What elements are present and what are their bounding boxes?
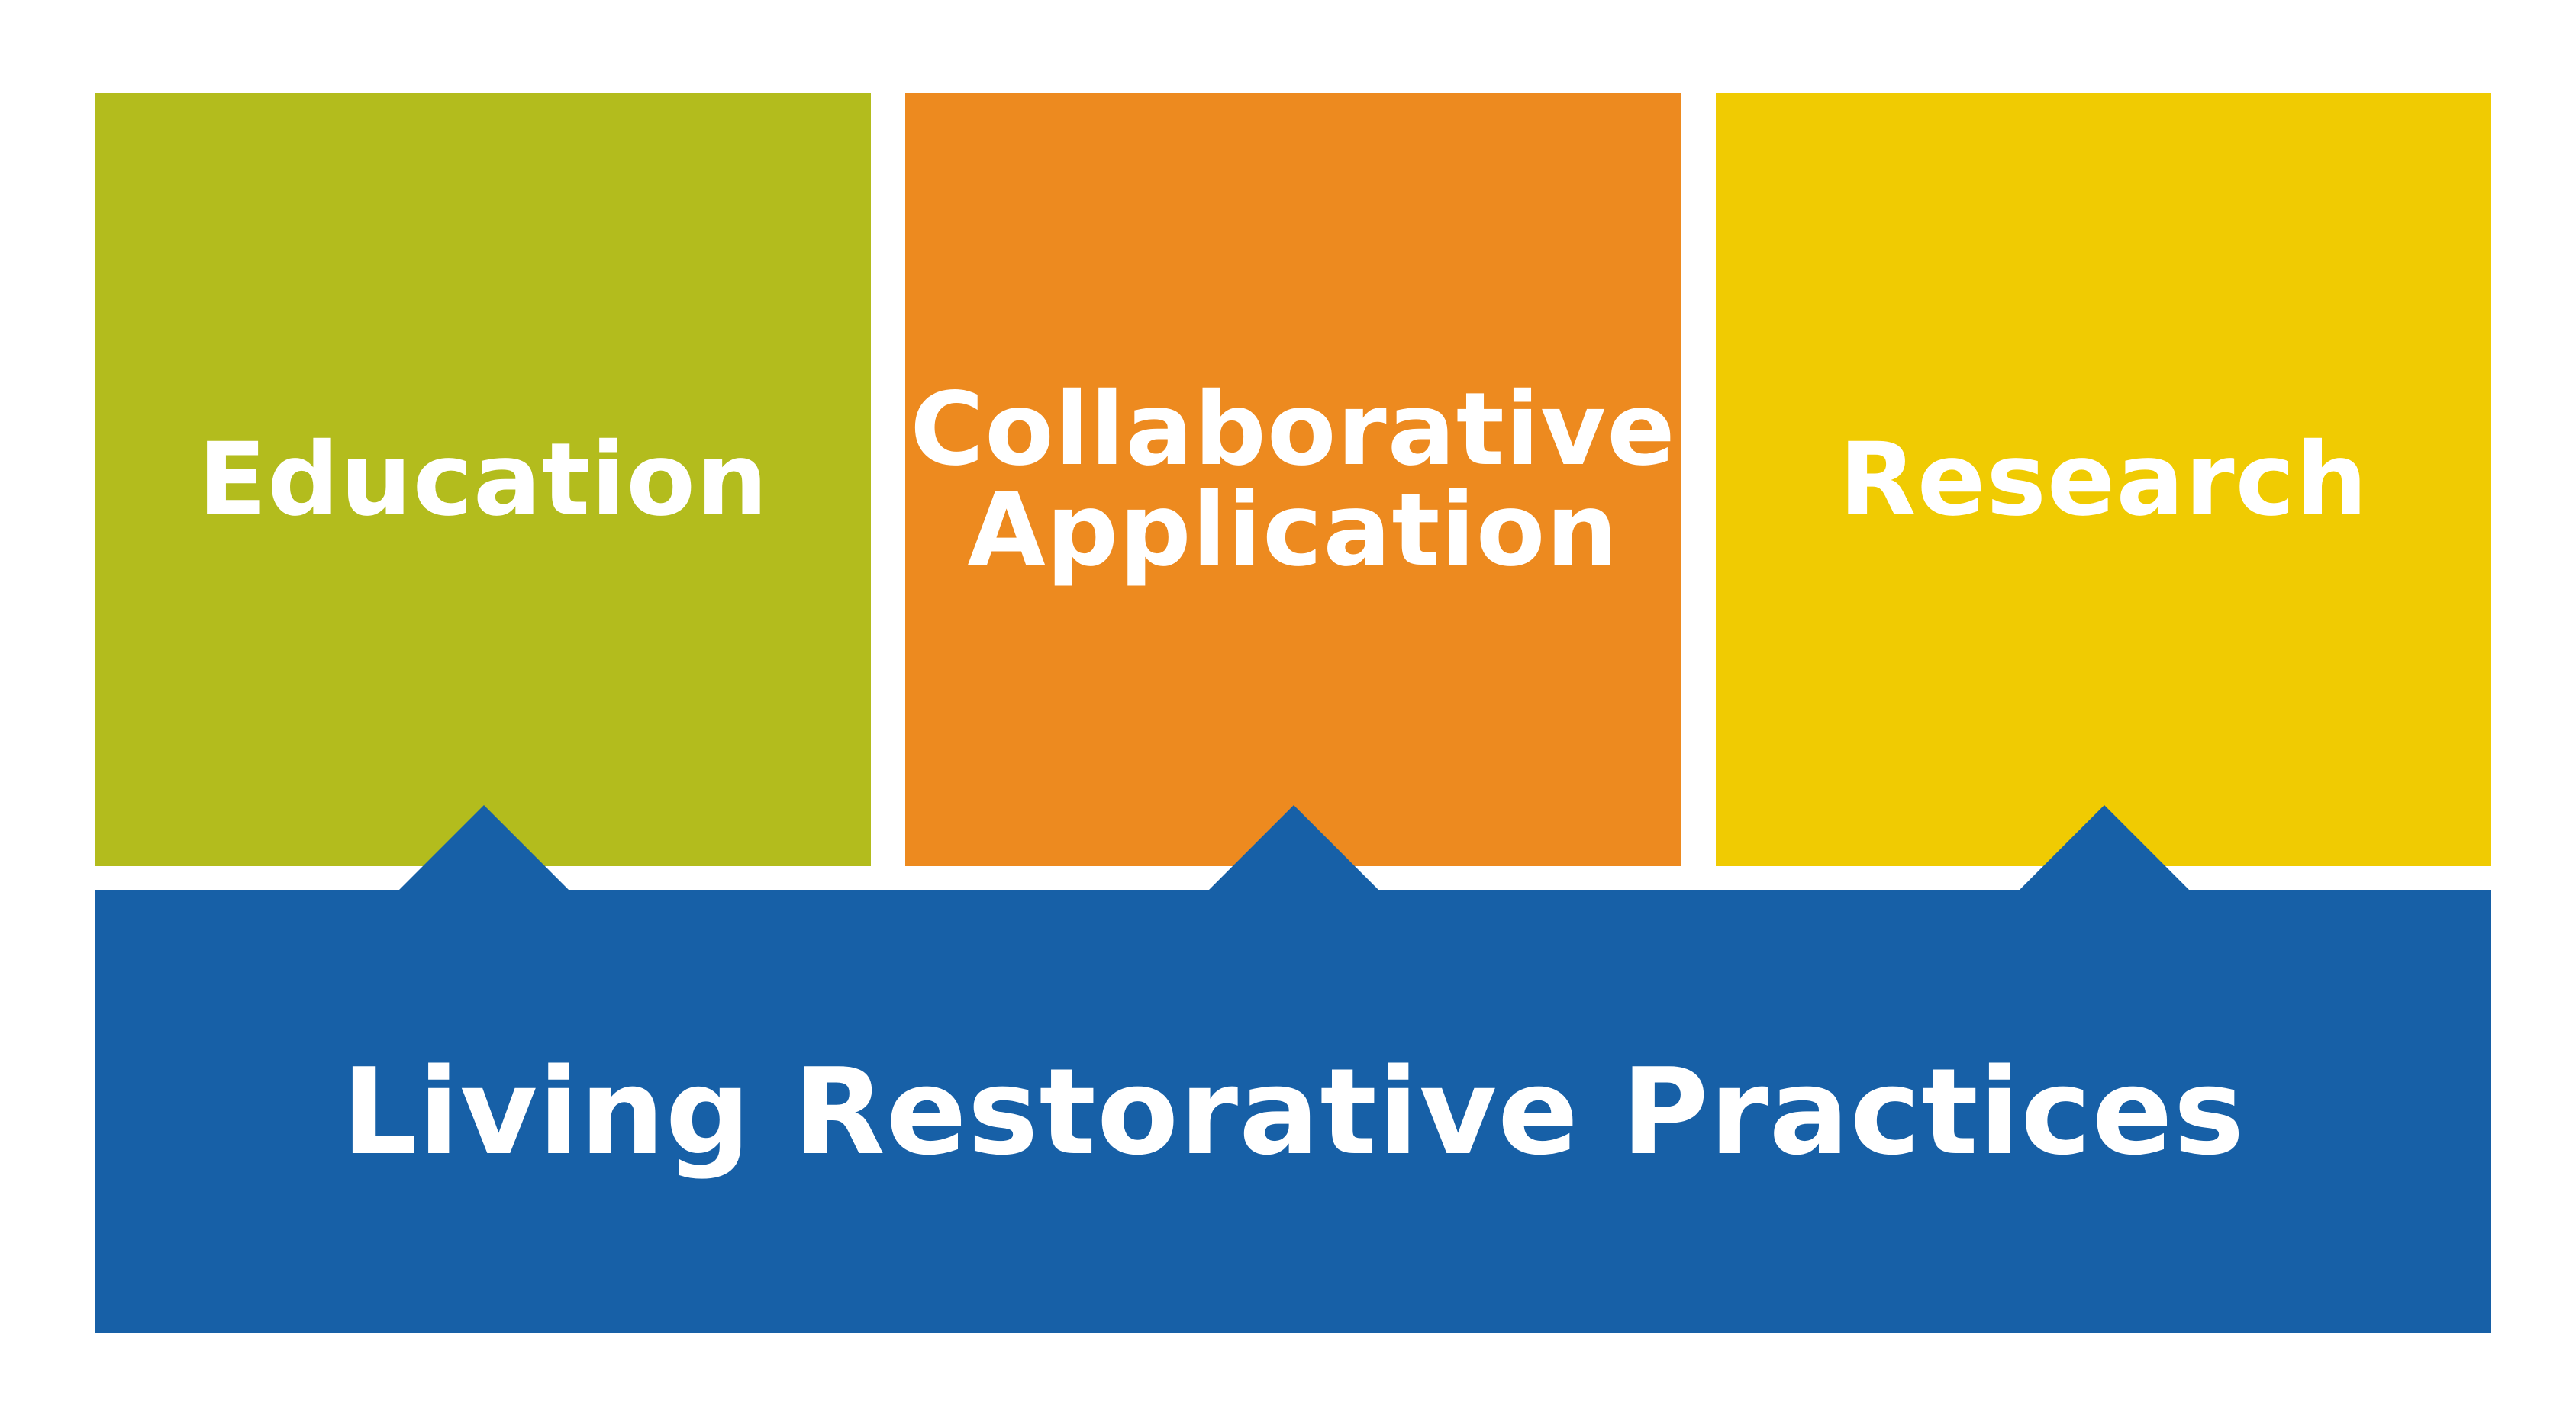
- collaborative-application-label-line1: Collaborative: [910, 370, 1676, 488]
- collaborative-application-block: [905, 93, 1681, 866]
- education-label: Education: [198, 420, 769, 539]
- research-label: Research: [1839, 420, 2368, 539]
- research-block: [1716, 93, 2491, 866]
- collaborative-application-label: Collaborative Application: [905, 93, 1681, 866]
- living-restorative-practices-label: Living Restorative Practices: [341, 1042, 2246, 1181]
- base-block: [95, 805, 2491, 1333]
- education-block: [95, 93, 871, 866]
- collaborative-application-label-line2: Application: [967, 471, 1619, 589]
